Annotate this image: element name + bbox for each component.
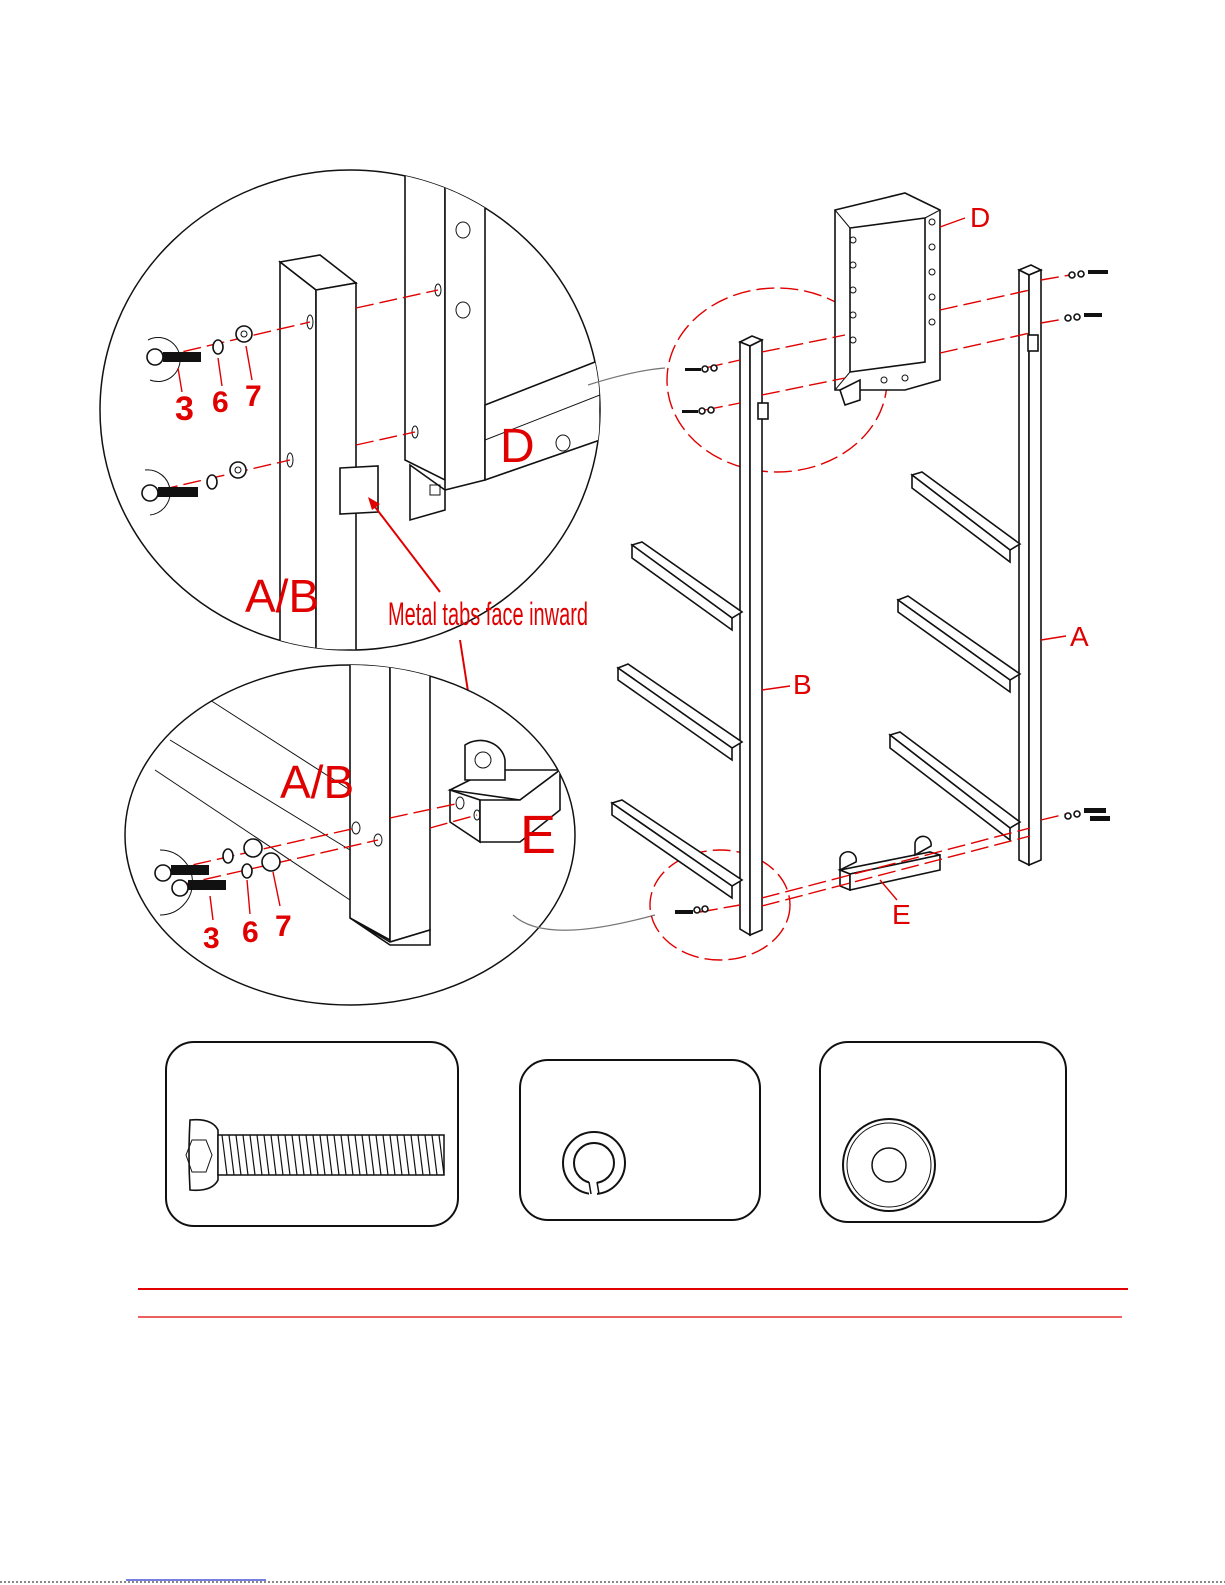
label-upright-b: B [793,669,812,700]
arms-left [612,542,742,898]
label-upright-a: A [1070,621,1089,652]
top-label-lock-washer: 6 [212,386,229,419]
hardware-legend [166,1042,1066,1226]
bottom-label-upright: A/B [280,756,354,808]
label-bracket-e: E [892,899,911,930]
top-label-bolt: 3 [175,390,194,428]
top-label-upright: A/B [245,570,319,622]
upright-b [740,336,768,935]
callout-text: Metal tabs face inward [388,596,588,632]
bottom-label-bracket-e: E [520,805,556,865]
main-assembly: D B A [612,193,1110,960]
lock-washer-box [520,1060,760,1220]
top-label-flat-washer: 7 [245,380,262,413]
label-frame-d: D [970,202,990,233]
upright-a [1019,265,1041,865]
bottom-label-lock-washer: 6 [242,916,259,949]
arms-right [890,472,1020,840]
top-label-frame-d: D [500,420,535,473]
upright-post-ab-bottom [350,660,430,945]
flat-washer-box [820,1042,1066,1222]
frame-d [835,193,940,405]
leader-top [588,368,665,385]
top-detail-view: 3 6 7 A/B D [100,160,600,650]
bottom-label-flat-washer: 7 [275,910,292,943]
bolt-box [166,1042,458,1226]
bottom-detail-view: A/B E 3 6 7 [125,660,575,1005]
bottom-label-bolt: 3 [203,922,220,955]
